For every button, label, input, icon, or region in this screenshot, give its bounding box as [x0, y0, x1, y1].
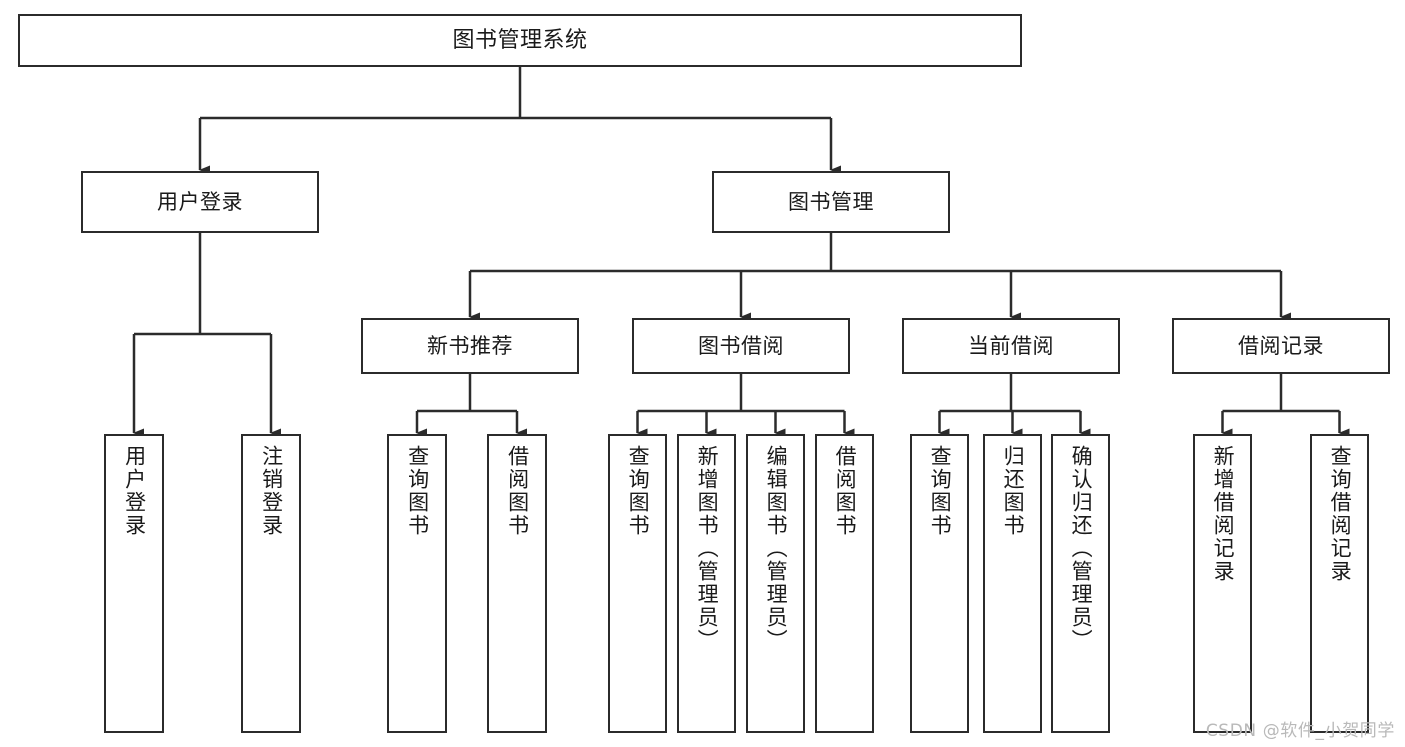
node-label: 用户登录 — [122, 445, 147, 537]
node-label: 查询借阅记录 — [1328, 445, 1353, 583]
node-borrow[interactable]: 图书借阅 — [632, 318, 850, 374]
node-label: 新书推荐 — [427, 333, 513, 358]
node-label: 新增借阅记录 — [1211, 445, 1236, 583]
node-label: 借阅图书 — [505, 445, 530, 537]
node-label: 注销登录 — [259, 445, 284, 537]
node-root[interactable]: 图书管理系统 — [18, 14, 1022, 67]
node-rec-a[interactable]: 新增借阅记录 — [1193, 434, 1252, 733]
node-rec-b[interactable]: 查询借阅记录 — [1310, 434, 1369, 733]
node-label: 图书借阅 — [698, 333, 784, 358]
node-login-a[interactable]: 用户登录 — [104, 434, 164, 733]
node-bor-c[interactable]: 编辑图书（管理员） — [746, 434, 805, 733]
node-newbook[interactable]: 新书推荐 — [361, 318, 579, 374]
node-label: 查询图书 — [626, 445, 651, 537]
node-login[interactable]: 用户登录 — [81, 171, 319, 233]
node-label: 查询图书 — [405, 445, 430, 537]
node-label: 用户登录 — [157, 189, 243, 214]
node-label: 借阅图书 — [833, 445, 858, 537]
node-label: 图书管理 — [788, 189, 874, 214]
node-cur-c[interactable]: 确认归还（管理员） — [1051, 434, 1110, 733]
node-label: 新增图书（管理员） — [695, 445, 720, 652]
node-bor-d[interactable]: 借阅图书 — [815, 434, 874, 733]
watermark: CSDN @软件_小贺同学 — [1205, 721, 1395, 741]
node-new-a[interactable]: 查询图书 — [387, 434, 447, 733]
node-label: 查询图书 — [928, 445, 953, 537]
node-records[interactable]: 借阅记录 — [1172, 318, 1390, 374]
node-label: 图书管理系统 — [452, 27, 588, 53]
node-cur-b[interactable]: 归还图书 — [983, 434, 1042, 733]
node-label: 归还图书 — [1001, 445, 1026, 537]
node-current[interactable]: 当前借阅 — [902, 318, 1120, 374]
node-bor-b[interactable]: 新增图书（管理员） — [677, 434, 736, 733]
node-cur-a[interactable]: 查询图书 — [910, 434, 969, 733]
node-login-b[interactable]: 注销登录 — [241, 434, 301, 733]
node-bor-a[interactable]: 查询图书 — [608, 434, 667, 733]
node-new-b[interactable]: 借阅图书 — [487, 434, 547, 733]
node-label: 当前借阅 — [968, 333, 1054, 358]
node-bookmgmt[interactable]: 图书管理 — [712, 171, 950, 233]
node-label: 借阅记录 — [1238, 333, 1324, 358]
node-label: 确认归还（管理员） — [1069, 445, 1094, 652]
node-label: 编辑图书（管理员） — [764, 445, 789, 652]
